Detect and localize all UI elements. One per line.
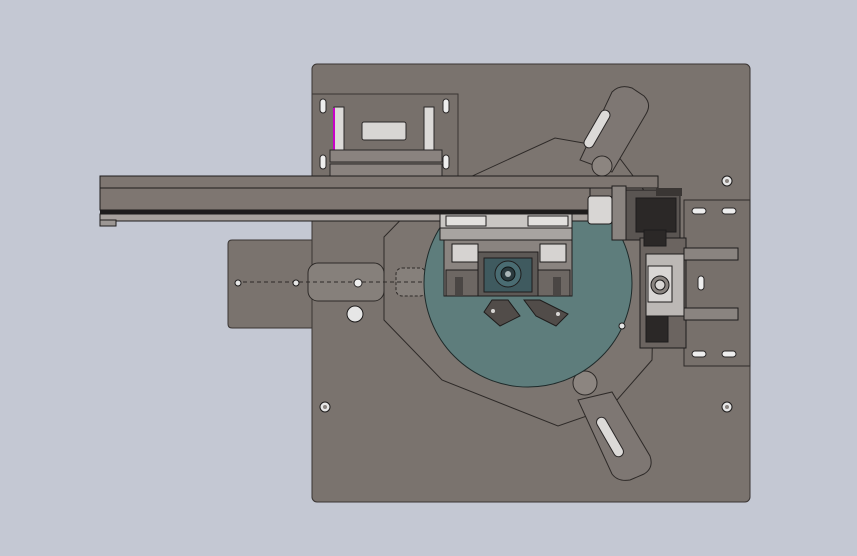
gripper-jaw-left [483, 299, 521, 327]
upper-adjust-arm [579, 86, 650, 177]
slot-hole [691, 350, 707, 358]
bracket-slot-window [361, 121, 407, 141]
bracket-crossbar-lower [329, 163, 443, 177]
slot-hole [721, 207, 737, 215]
bracket-crossbar [329, 149, 443, 163]
bolt-hole [234, 279, 242, 287]
right-side-bracket [639, 199, 751, 367]
left-shaft-assembly [236, 262, 440, 302]
lower-adjust-arm [572, 370, 652, 481]
slot-hole [442, 154, 450, 170]
bolt-hole [292, 279, 300, 287]
left-extension-plate [227, 239, 313, 329]
slot-hole [442, 98, 450, 114]
slot-hole [721, 350, 737, 358]
mounting-holes [234, 175, 733, 413]
slot-hole [319, 98, 327, 114]
rail-drive-end [587, 185, 682, 241]
bolt-hole [618, 322, 626, 330]
slot-hole [691, 207, 707, 215]
gripper-assembly [443, 239, 573, 327]
gripper-jaw-right [523, 299, 569, 327]
linear-rail [99, 175, 659, 227]
bracket-post-left [333, 106, 345, 156]
slot-hole [319, 154, 327, 170]
rail-carriage [439, 213, 573, 241]
bracket-post-right [423, 106, 435, 156]
bolt-hole [346, 305, 364, 323]
